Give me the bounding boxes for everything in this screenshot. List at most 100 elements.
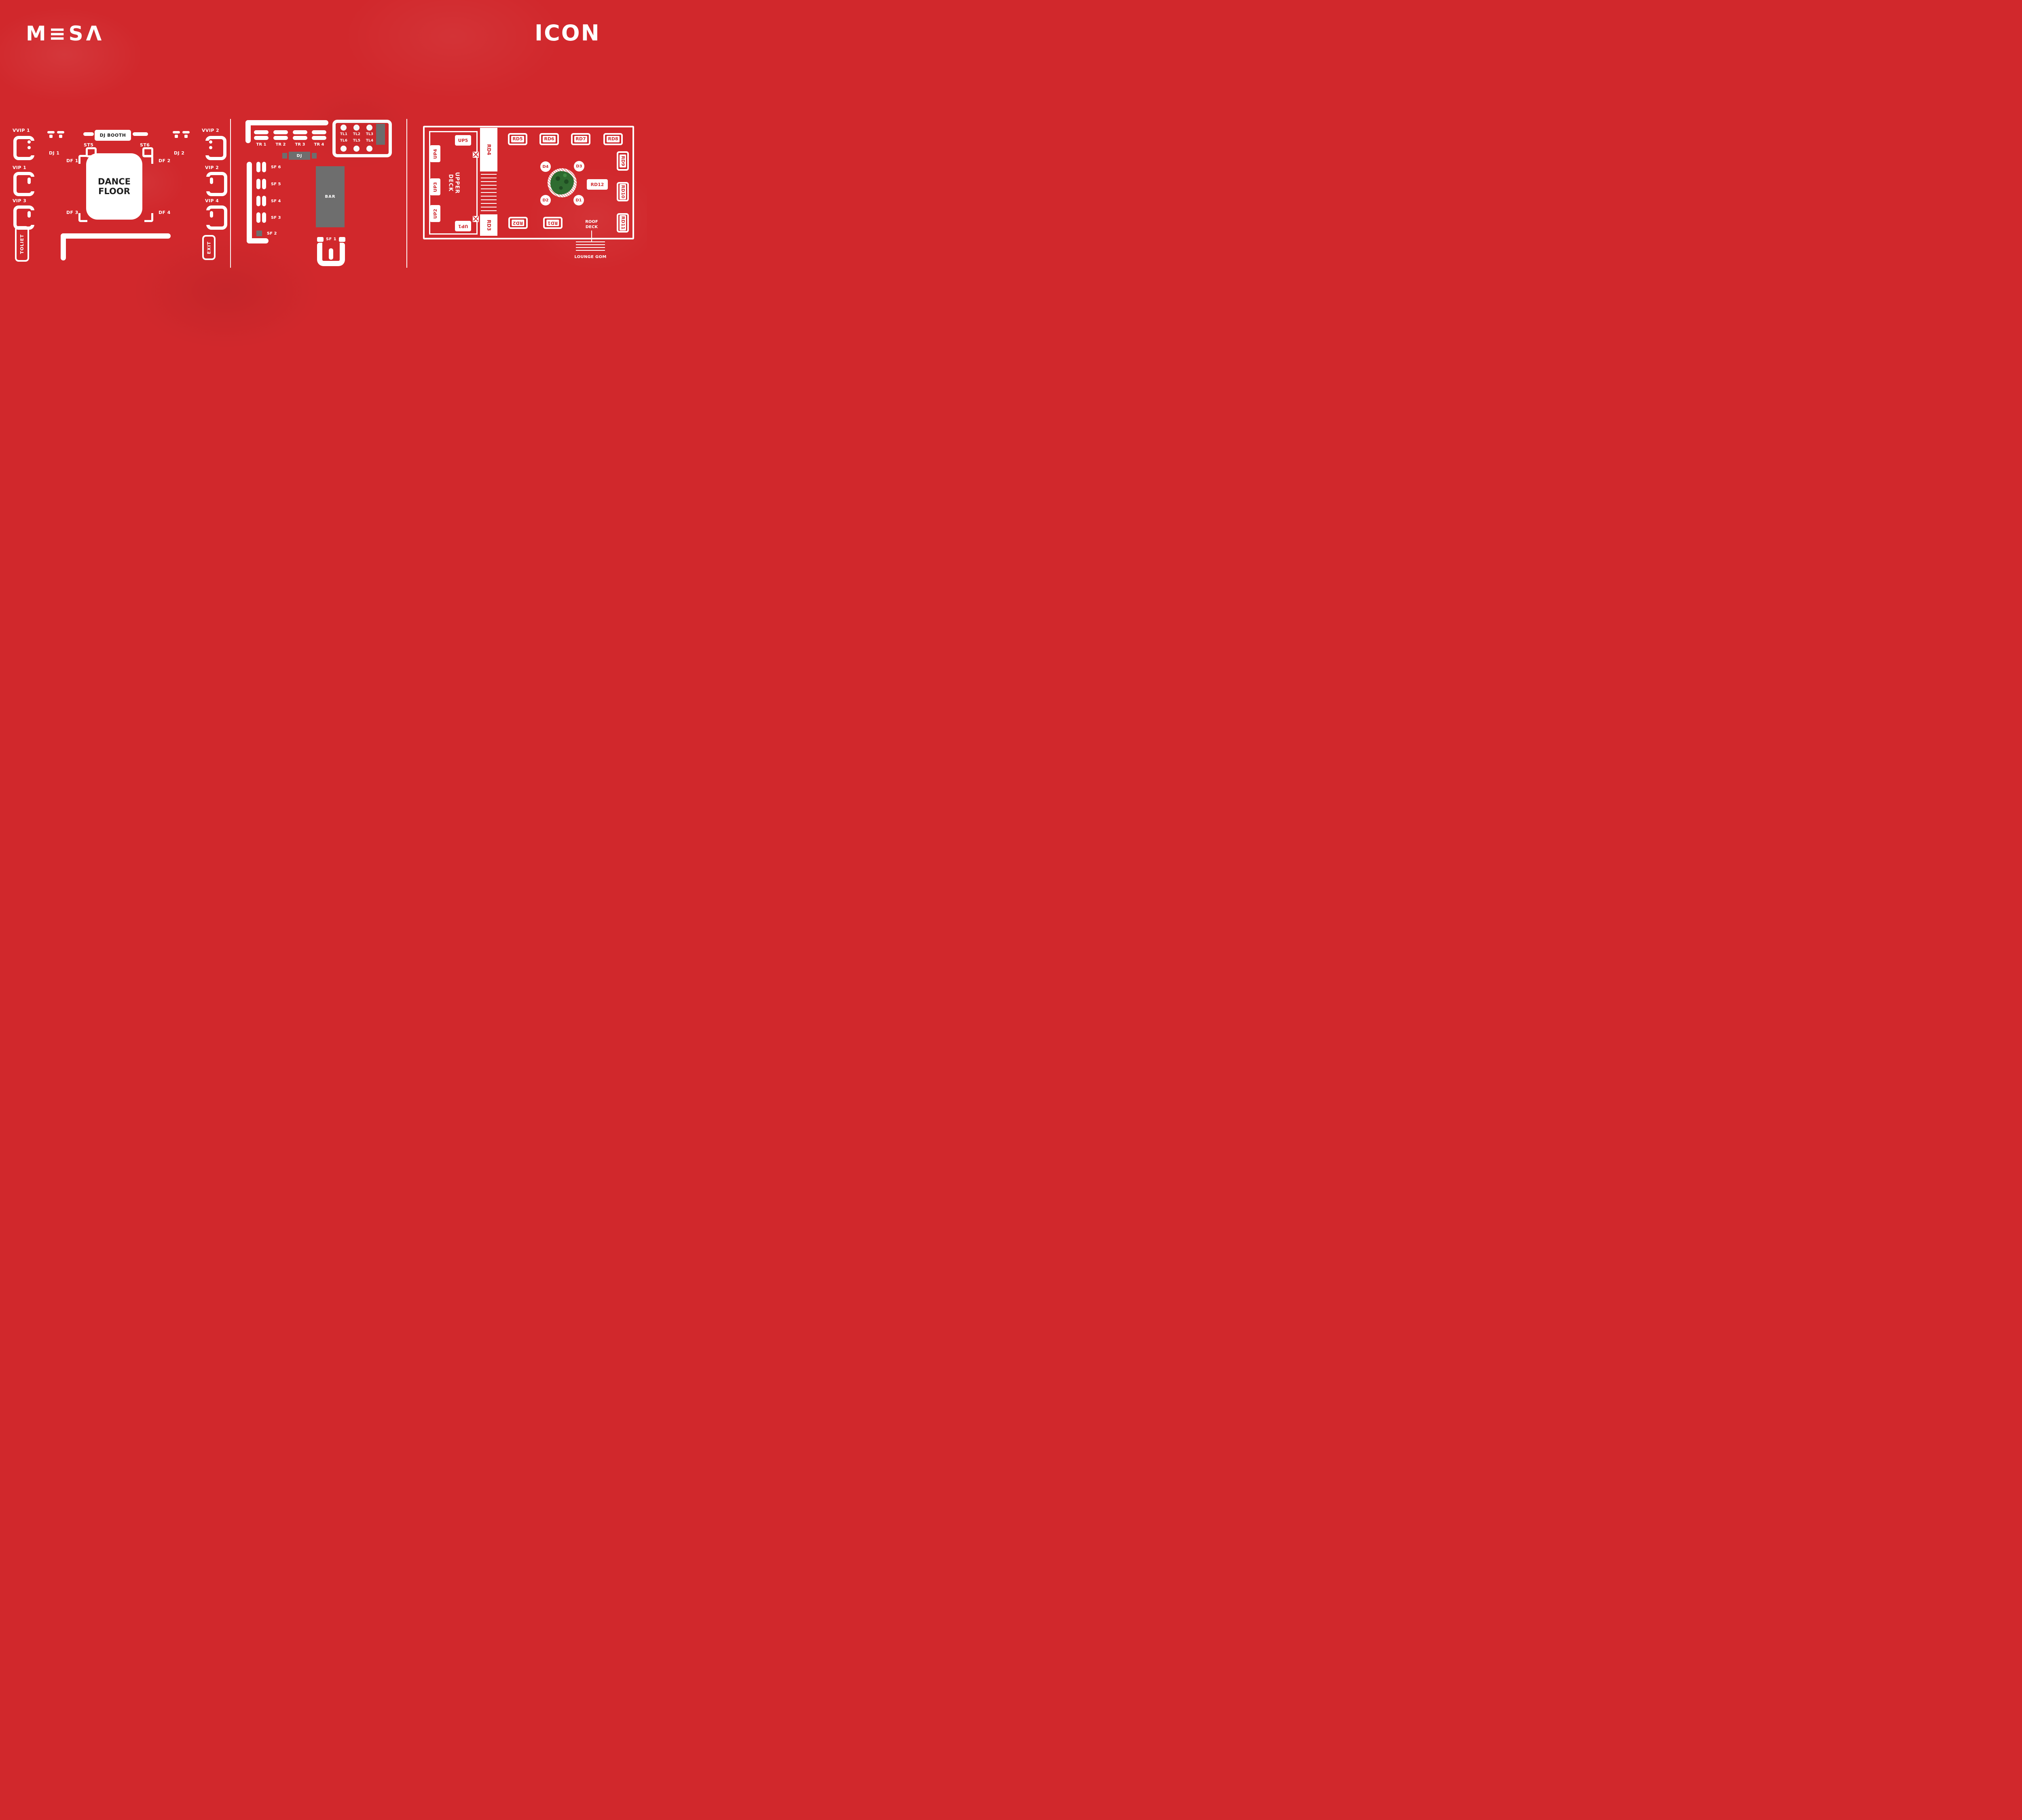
table-label: RD6	[543, 136, 556, 142]
wall	[245, 120, 251, 143]
table-rd12[interactable]: RD12	[587, 179, 608, 190]
table-label-tl5[interactable]: TL5	[353, 139, 361, 143]
table-seat-dot	[353, 146, 360, 152]
stairs-cross-icon	[473, 152, 479, 158]
table-rd7[interactable]: RD7	[571, 133, 590, 145]
wall	[245, 120, 328, 125]
vip3-sofa-icon[interactable]	[13, 205, 34, 230]
table-label: RD5	[511, 136, 524, 142]
section-divider-right	[406, 119, 407, 268]
exit-room: EXIT	[202, 235, 216, 260]
table-rd1[interactable]: RD1	[543, 217, 563, 229]
table-rd11[interactable]: RD11	[617, 213, 629, 233]
sofa-pair-icon	[256, 179, 266, 189]
dance-room-section: VVIP 1 DJ 1 DJ BOOTH ST5 ST6 DJ 2 VVIP 2…	[0, 0, 647, 364]
small-table-icon	[256, 231, 262, 236]
table-rd5[interactable]: RD5	[508, 133, 527, 145]
table-label: TR 4	[314, 142, 324, 147]
booth-side-table	[83, 132, 94, 136]
seat-label-vip4[interactable]: VIP 4	[205, 198, 219, 203]
table-label-tl2[interactable]: TL2	[353, 132, 361, 136]
seat-label-vip2[interactable]: VIP 2	[205, 165, 219, 170]
sofa-pair-icon	[273, 130, 288, 140]
table-tr1[interactable]: TR 1	[252, 130, 270, 147]
table-rd10[interactable]: RD10	[617, 182, 629, 201]
table-up2[interactable]: UP2	[430, 205, 440, 222]
table-sf4[interactable]: SF 4	[256, 196, 281, 206]
vip2-sofa-icon[interactable]	[206, 172, 227, 196]
vvip2-sofa-icon[interactable]	[205, 136, 226, 160]
table-label-sf1[interactable]: SF 1	[326, 237, 337, 241]
seat-d4[interactable]: D4	[540, 161, 551, 172]
dj-stand: DJ	[289, 152, 310, 160]
seat-d2[interactable]: D2	[540, 195, 551, 205]
table-label-tl6[interactable]: TL6	[340, 139, 348, 143]
vip4-sofa-icon[interactable]	[206, 205, 227, 230]
vip1-sofa-icon[interactable]	[13, 172, 34, 196]
toilet-room: TOLIET	[15, 226, 29, 262]
seat-label-vvip2[interactable]: VVIP 2	[202, 128, 220, 133]
table-label: SF 2	[267, 231, 277, 236]
table-tr3[interactable]: TR 3	[291, 130, 309, 147]
table-label: RD10	[620, 184, 626, 200]
seat-label-df4[interactable]: DF 4	[159, 210, 171, 215]
table-rd8[interactable]: RD8	[603, 133, 623, 145]
wall	[247, 238, 269, 243]
table-label: UP2	[432, 208, 438, 219]
seat-label-dj1[interactable]: DJ 1	[49, 150, 60, 156]
table-tr4[interactable]: TR 4	[310, 130, 328, 147]
wall	[247, 162, 252, 243]
staircase	[481, 174, 497, 212]
seat-label-df2[interactable]: DF 2	[159, 158, 171, 163]
booth-side-table	[133, 132, 148, 136]
table-label-tl3[interactable]: TL3	[366, 132, 374, 136]
mesa-logo: M≡SΛ	[26, 22, 105, 45]
table-sf6[interactable]: SF 6	[256, 162, 281, 172]
corner-bracket-icon	[78, 155, 87, 164]
table-seat-dot	[366, 146, 372, 152]
sf1-sofa-icon[interactable]	[317, 243, 345, 266]
table-label-tl1[interactable]: TL1	[340, 132, 348, 136]
table-rd2[interactable]: RD2	[508, 217, 528, 229]
wall	[61, 233, 66, 260]
table-seat-dot	[341, 125, 347, 131]
vvip1-sofa-icon[interactable]	[13, 136, 34, 160]
corner-bracket-icon	[144, 213, 153, 222]
seat-label-st6[interactable]: ST6	[140, 142, 150, 148]
table-label: UP4	[432, 148, 438, 159]
seat-d3[interactable]: D3	[574, 161, 584, 171]
table-up4[interactable]: UP4	[430, 145, 440, 162]
seat-label-df1[interactable]: DF 1	[66, 158, 78, 163]
table-sf3[interactable]: SF 3	[256, 212, 281, 223]
seat-label-vip3[interactable]: VIP 3	[13, 198, 27, 203]
dj-side-table	[312, 153, 317, 159]
table-up5[interactable]: UP5	[455, 135, 471, 146]
seat-label-vvip1[interactable]: VVIP 1	[13, 128, 30, 133]
table-rd3[interactable]: RD3	[480, 214, 497, 236]
equipment-block	[376, 124, 385, 145]
seat-d1[interactable]: D1	[573, 195, 584, 205]
bar-counter: BAR	[316, 166, 345, 227]
upper-deck-label: UPPER DECK	[447, 172, 460, 194]
table-tr2[interactable]: TR 2	[272, 130, 290, 147]
seat-label-dj2[interactable]: DJ 2	[174, 150, 185, 156]
seat-label-st5[interactable]: ST5	[84, 142, 94, 148]
tree-icon	[550, 171, 574, 195]
table-rd4[interactable]: RD4	[480, 128, 497, 171]
lounge-stairs	[576, 241, 605, 252]
table-label: UP1	[458, 223, 468, 229]
table-sf2[interactable]: SF 2	[256, 231, 277, 236]
seat-label-vip1[interactable]: VIP 1	[13, 165, 27, 170]
pointer-line	[591, 231, 592, 241]
table-rd9[interactable]: RD9	[617, 151, 629, 171]
table-up1[interactable]: UP1	[455, 221, 471, 231]
table-label: RD12	[590, 182, 604, 187]
tl-tables-area: TL1 TL2 TL3 TL6 TL5 TL4	[332, 120, 392, 157]
stairs-cross-icon	[473, 216, 479, 222]
seat-label-df3[interactable]: DF 3	[66, 210, 78, 215]
table-label-tl4[interactable]: TL4	[366, 139, 374, 143]
table-sf5[interactable]: SF 5	[256, 179, 281, 189]
table-rd6[interactable]: RD6	[539, 133, 559, 145]
table-up3[interactable]: UP3	[430, 178, 440, 195]
sofa-arm-cap	[339, 237, 345, 242]
